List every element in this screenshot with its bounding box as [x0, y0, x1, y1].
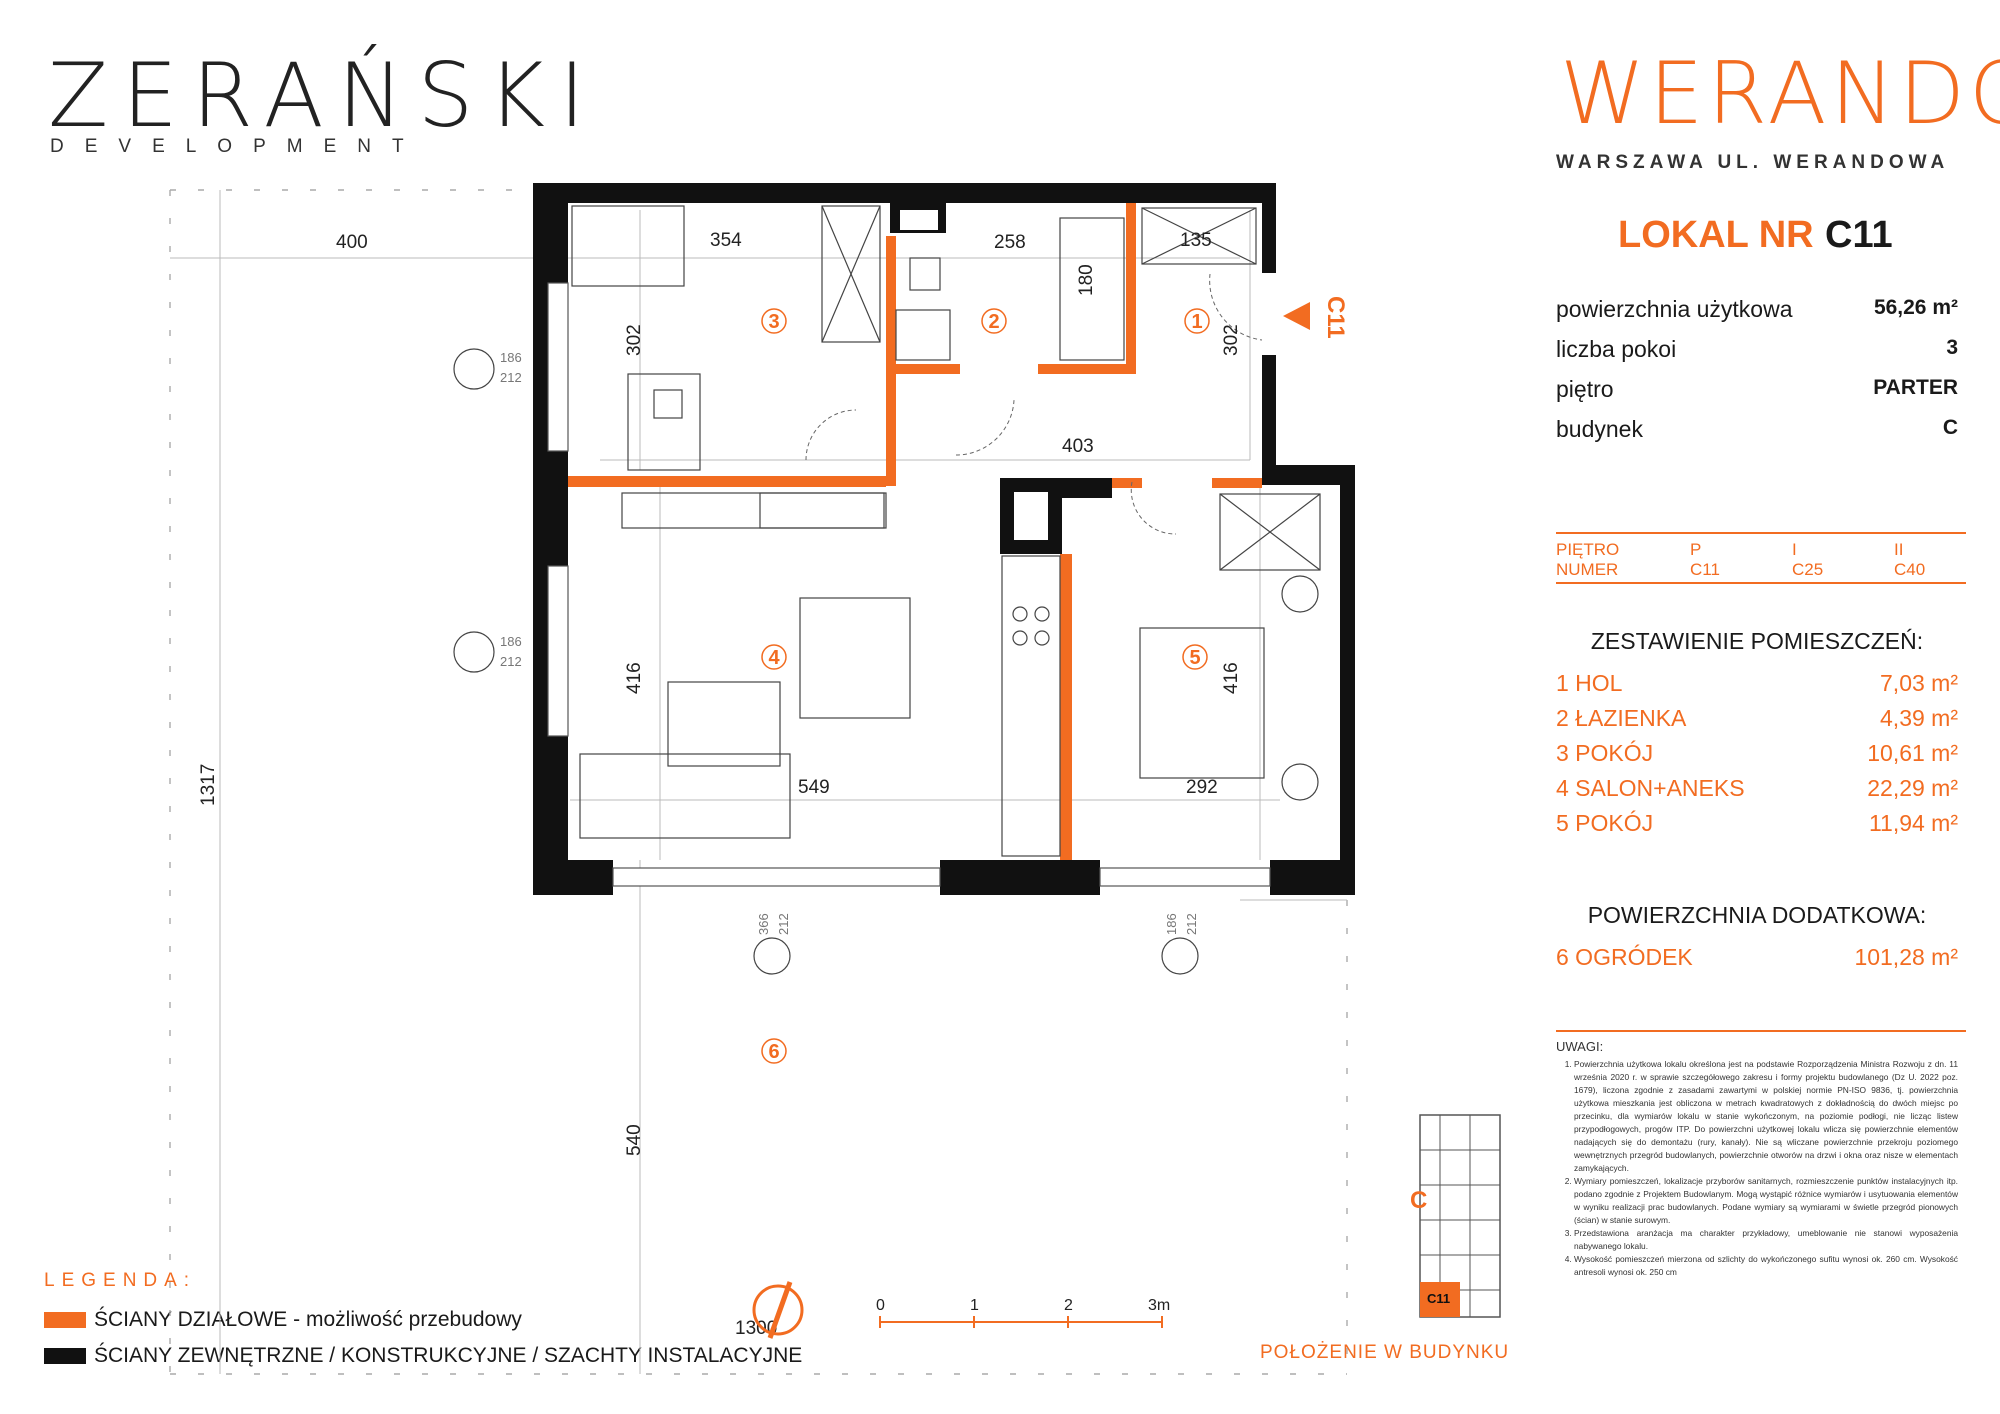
svg-text:0: 0 — [876, 1297, 885, 1314]
dining-table — [799, 597, 911, 719]
desk — [627, 373, 701, 471]
svg-text:540: 540 — [624, 1124, 645, 1156]
svg-text:292: 292 — [1186, 777, 1218, 798]
svg-text:3m: 3m — [1148, 1297, 1170, 1314]
svg-text:416: 416 — [624, 662, 645, 694]
dimension-labels: 400 354 258 135 180 302 302 403 416 416 … — [198, 230, 1242, 1339]
room-number: 2 — [988, 311, 999, 333]
project-address: WARSZAWA UL. WERANDOWA — [1556, 152, 1950, 173]
note-item: Wysokość pomieszczeń mierzona od szlicht… — [1574, 1253, 1958, 1279]
room-numbers: 3 2 1 4 5 6 — [761, 308, 1210, 1064]
toilet — [909, 257, 941, 291]
svg-text:1: 1 — [970, 1297, 979, 1314]
svg-text:1300: 1300 — [735, 1318, 777, 1339]
legend-swatch-structural — [44, 1348, 86, 1364]
notes: UWAGI: Powierzchnia użytkowa lokalu okre… — [1556, 1040, 1958, 1279]
structural-walls — [533, 183, 1355, 895]
entrance-label: C11 — [1322, 296, 1349, 339]
svg-text:302: 302 — [624, 324, 645, 356]
sofa — [579, 753, 791, 839]
extra-title: POWIERZCHNIA DODATKOWA: — [1587, 902, 1927, 928]
divider — [1556, 582, 1966, 584]
doors — [805, 273, 1263, 535]
room-number: 6 — [768, 1041, 779, 1063]
svg-text:366: 366 — [756, 913, 771, 935]
notes-title: UWAGI: — [1556, 1039, 1604, 1054]
hall-wardrobe — [1141, 207, 1257, 265]
svg-text:212: 212 — [1184, 913, 1199, 935]
svg-text:258: 258 — [994, 232, 1026, 253]
note-item: Powierzchnia użytkowa lokalu określona j… — [1574, 1058, 1958, 1175]
bathtub — [1059, 217, 1125, 361]
shaft — [900, 210, 938, 230]
furniture — [453, 205, 1321, 975]
note-item: Przedstawiona aranżacja ma charakter prz… — [1574, 1227, 1958, 1253]
location-label: POŁOŻENIE W BUDYNKU — [1260, 1342, 1510, 1363]
entrance-marker — [1283, 302, 1310, 330]
room-number: 4 — [768, 647, 780, 669]
divider — [1556, 532, 1966, 534]
location-map: C C11 — [1410, 1114, 1501, 1318]
washer — [895, 309, 951, 361]
kitchen-counter — [1001, 555, 1061, 857]
svg-text:186: 186 — [1164, 913, 1179, 935]
svg-text:302: 302 — [1221, 324, 1242, 356]
bed-room3 — [571, 205, 685, 287]
svg-text:1317: 1317 — [198, 764, 219, 806]
room5-wardrobe — [1219, 493, 1321, 571]
svg-text:212: 212 — [500, 654, 522, 669]
wardrobe — [621, 492, 885, 529]
project-logo: WERANDOVA — [1560, 44, 2000, 144]
coffee-table — [667, 681, 781, 767]
svg-text:354: 354 — [710, 230, 742, 251]
unit-number: C11 — [1825, 214, 1893, 256]
svg-text:C: C — [1410, 1187, 1427, 1214]
shaft — [1014, 492, 1048, 540]
room-number: 1 — [1191, 311, 1202, 333]
svg-text:416: 416 — [1221, 662, 1242, 694]
garden-boundary — [169, 189, 1348, 1375]
svg-text:2: 2 — [1064, 1297, 1073, 1314]
svg-text:549: 549 — [798, 777, 830, 798]
window-labels: 186 212 186 212 366 212 186 212 — [500, 350, 1199, 935]
svg-text:180: 180 — [1076, 264, 1097, 296]
svg-text:186: 186 — [500, 350, 522, 365]
developer-logo: ZERAŃSKI — [48, 44, 600, 147]
partition-walls — [568, 203, 1262, 860]
dimension-lines — [170, 190, 1347, 1374]
legend-swatch-partition — [44, 1312, 86, 1328]
note-item: Wymiary pomieszczeń, lokalizacje przybor… — [1574, 1175, 1958, 1227]
svg-text:212: 212 — [776, 913, 791, 935]
shower-shaft — [821, 205, 881, 343]
windows — [547, 282, 1271, 887]
unit-label: LOKAL NR — [1618, 214, 1814, 256]
svg-text:403: 403 — [1062, 436, 1094, 457]
bed-room5 — [1139, 627, 1265, 779]
svg-text:135: 135 — [1180, 230, 1212, 251]
svg-text:186: 186 — [500, 634, 522, 649]
legend-title: LEGENDA: — [44, 1270, 197, 1291]
divider — [1556, 1030, 1966, 1032]
rooms-title: ZESTAWIENIE POMIESZCZEŃ: — [1590, 628, 1924, 654]
room-number: 3 — [768, 311, 779, 333]
developer-logo-sub: DEVELOPMENT — [50, 136, 425, 157]
svg-text:C11: C11 — [1427, 1291, 1450, 1306]
scale-bar: 0 1 2 3m — [876, 1297, 1170, 1328]
svg-text:212: 212 — [500, 370, 522, 385]
svg-text:400: 400 — [336, 232, 368, 253]
room-number: 5 — [1189, 647, 1200, 669]
compass-icon — [752, 1281, 804, 1339]
